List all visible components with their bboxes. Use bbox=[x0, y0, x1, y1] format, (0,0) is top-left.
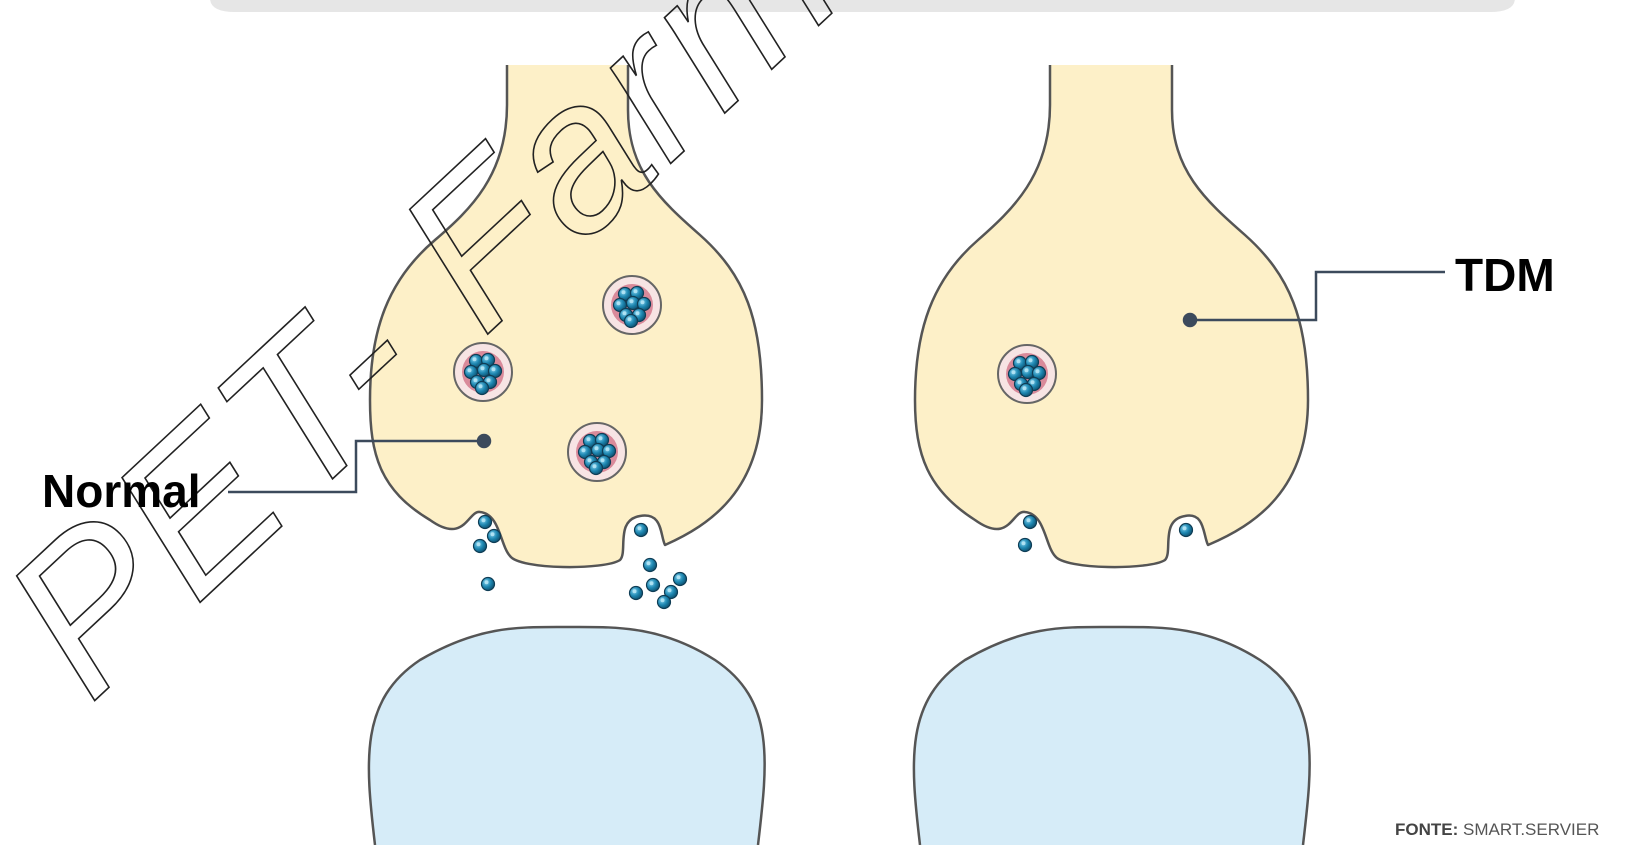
source-credit: FONTE: SMART.SERVIER bbox=[1395, 820, 1599, 840]
neurotransmitter bbox=[479, 516, 492, 529]
neurotransmitter bbox=[474, 540, 487, 553]
neurotransmitter bbox=[1180, 524, 1193, 537]
postsynaptic-cell-tdm bbox=[914, 627, 1310, 845]
neurotransmitter bbox=[488, 530, 501, 543]
neurotransmitter bbox=[635, 524, 648, 537]
neurotransmitter bbox=[674, 573, 687, 586]
source-prefix: FONTE: bbox=[1395, 820, 1458, 839]
neurotransmitter bbox=[1019, 539, 1032, 552]
vesicle bbox=[568, 423, 626, 481]
neurotransmitter bbox=[1024, 516, 1037, 529]
postsynaptic-cell-normal bbox=[369, 627, 765, 845]
presynaptic-terminal-tdm bbox=[915, 65, 1308, 567]
neurotransmitter bbox=[482, 578, 495, 591]
neurotransmitter bbox=[658, 596, 671, 609]
vesicle bbox=[998, 345, 1056, 403]
neurotransmitter bbox=[644, 559, 657, 572]
label-normal: Normal bbox=[42, 468, 200, 514]
neurotransmitter bbox=[647, 579, 660, 592]
neurotransmitter bbox=[630, 587, 643, 600]
label-tdm: TDM bbox=[1455, 252, 1555, 298]
vesicle bbox=[603, 276, 661, 334]
source-text: SMART.SERVIER bbox=[1463, 820, 1599, 839]
